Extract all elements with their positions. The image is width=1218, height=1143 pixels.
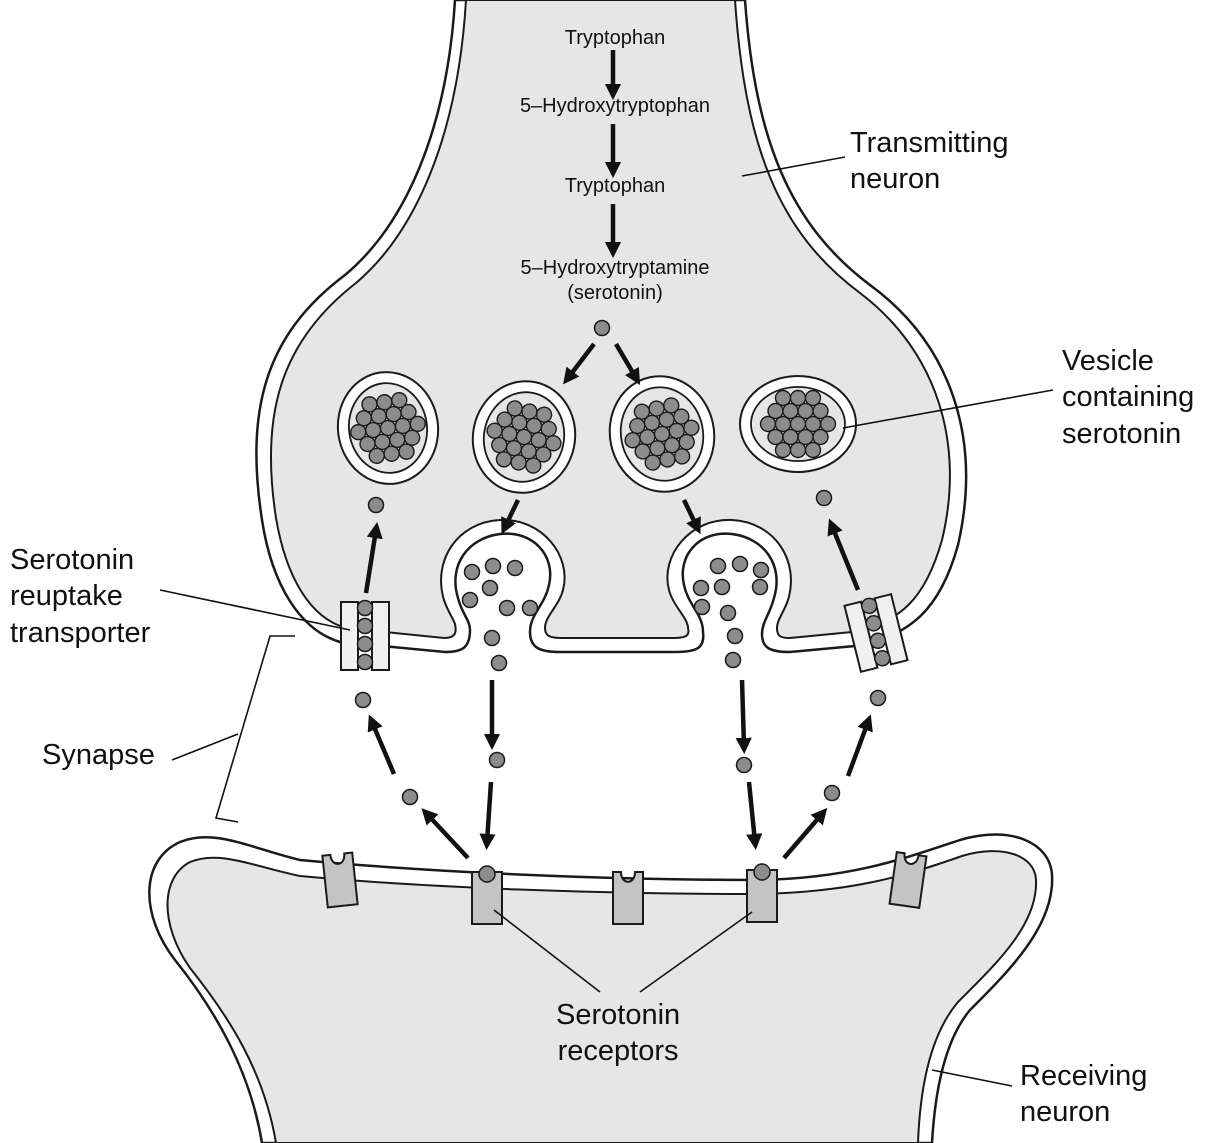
serotonin-molecule: [358, 655, 373, 670]
serotonin-molecule: [817, 491, 832, 506]
serotonin-molecule: [356, 693, 371, 708]
serotonin-molecule: [728, 629, 743, 644]
serotonin-molecule: [358, 619, 373, 634]
serotonin-molecule: [463, 593, 478, 608]
serotonin-molecule: [871, 691, 886, 706]
serotonin-molecule: [492, 656, 507, 671]
serotonin-molecule: [403, 790, 418, 805]
serotonin-molecule: [508, 561, 523, 576]
pathway-tryptophan-second-label: Tryptophan: [465, 174, 765, 199]
serotonin-molecule: [483, 581, 498, 596]
bound-serotonin-molecule: [754, 864, 770, 880]
serotonin-molecule: [733, 557, 748, 572]
release-arrow: [742, 680, 744, 746]
serotonin-molecule: [490, 753, 505, 768]
serotonin-molecule: [776, 443, 791, 458]
synapse-label: Synapse: [42, 737, 155, 773]
serotonin-molecule: [711, 559, 726, 574]
release-arrow: [749, 782, 755, 842]
serotonin-molecule: [754, 563, 769, 578]
reuptake-transporter-right-half: [372, 602, 389, 670]
bound-serotonin-molecule: [479, 866, 495, 882]
receiving-neuron-label: Receiving neuron: [1020, 1058, 1147, 1131]
release-arrow: [487, 782, 491, 842]
synapse-leader: [172, 734, 238, 760]
serotonin-receptors-label: Serotonin receptors: [556, 997, 680, 1070]
serotonin-molecule: [715, 580, 730, 595]
serotonin-molecule: [369, 498, 384, 513]
vesicle-label: Vesicle containing serotonin: [1062, 343, 1194, 452]
serotonin-molecule: [737, 758, 752, 773]
serotonin-molecule: [695, 600, 710, 615]
receiving-neuron-leader: [932, 1070, 1012, 1086]
serotonin-molecule: [485, 631, 500, 646]
reuptake-arrow: [427, 814, 468, 858]
serotonin-receptor: [322, 853, 357, 908]
transmitting-neuron-label: Transmitting neuron: [850, 125, 1008, 198]
reuptake-transporter-label: Serotonin reuptake transporter: [10, 542, 150, 651]
serotonin-receptor: [472, 866, 502, 924]
pathway-5-hydroxytryptophan-label: 5–Hydroxytryptophan: [465, 94, 765, 119]
serotonin-molecule: [694, 581, 709, 596]
serotonin-receptor-body: [322, 853, 357, 908]
serotonin-molecule: [791, 443, 806, 458]
reuptake-transporter-left-half: [341, 602, 358, 670]
serotonin-molecule: [500, 601, 515, 616]
serotonin-molecule: [358, 601, 373, 616]
pathway-serotonin-label: 5–Hydroxytryptamine (serotonin): [465, 256, 765, 306]
synapse-bracket: [216, 636, 295, 822]
reuptake-arrow: [848, 722, 868, 776]
serotonin-molecule: [753, 580, 768, 595]
serotonin-molecule: [726, 653, 741, 668]
serotonin-molecule: [358, 637, 373, 652]
pathway-tryptophan-label: Tryptophan: [465, 26, 765, 51]
serotonin-molecule: [486, 559, 501, 574]
serotonin-molecule: [595, 321, 610, 336]
reuptake-arrow: [372, 722, 394, 774]
serotonin-molecule: [523, 601, 538, 616]
serotonin-molecule: [721, 606, 736, 621]
serotonin-molecule: [806, 443, 821, 458]
reuptake-arrow: [784, 814, 822, 858]
serotonin-vesicle: [740, 376, 856, 472]
serotonin-molecule: [465, 565, 480, 580]
serotonin-molecule: [825, 786, 840, 801]
